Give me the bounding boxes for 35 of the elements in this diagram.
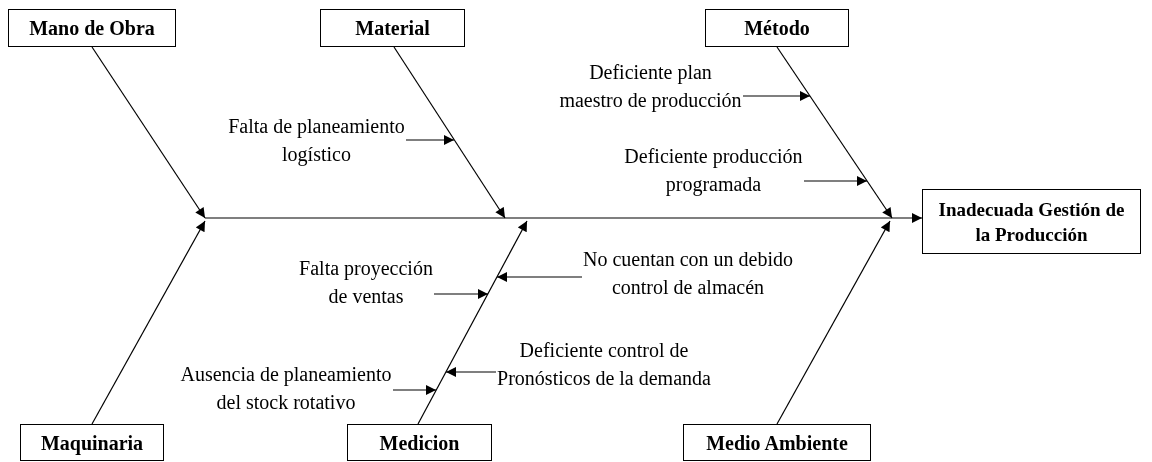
cause-label: Deficiente control de Pronósticos de la demanda [496, 338, 712, 391]
category-label: Medicion [379, 430, 460, 456]
category-label: Maquinaria [40, 430, 144, 456]
category-label: Método [744, 16, 810, 41]
arrow [392, 385, 437, 395]
category-label: Medio Ambiente [706, 430, 848, 456]
arrow [803, 176, 868, 186]
category-box [20, 424, 164, 461]
arrow [433, 289, 489, 299]
arrow [405, 135, 455, 145]
arrow [776, 46, 893, 219]
arrow [91, 46, 206, 219]
arrow [496, 272, 583, 282]
cause-label: Falta de planeamiento logístico [227, 114, 406, 168]
cause-label: Deficiente producción programada [623, 144, 804, 198]
arrow [393, 46, 506, 219]
effect-box [922, 189, 1141, 254]
arrow [776, 220, 891, 425]
cause-label: Ausencia de planeamiento del stock rotativo [179, 362, 393, 415]
category-box [8, 9, 176, 47]
arrow [742, 91, 811, 101]
category-box [347, 424, 492, 461]
arrow [91, 220, 206, 425]
arrow [445, 367, 497, 377]
cause-label: Falta proyección de ventas [298, 256, 434, 309]
effect-label: Inadecuada Gestión de la Producción [937, 197, 1126, 247]
arrow [417, 220, 528, 425]
category-box [683, 424, 871, 461]
spine-arrow [204, 213, 923, 223]
cause-label: Deficiente plan maestro de producción [558, 60, 743, 114]
category-box [705, 9, 849, 47]
cause-label: No cuentan con un debido control de almacén [582, 247, 794, 300]
category-label: Mano de Obra [29, 16, 155, 41]
category-box [320, 9, 465, 47]
category-label: Material [355, 16, 430, 41]
